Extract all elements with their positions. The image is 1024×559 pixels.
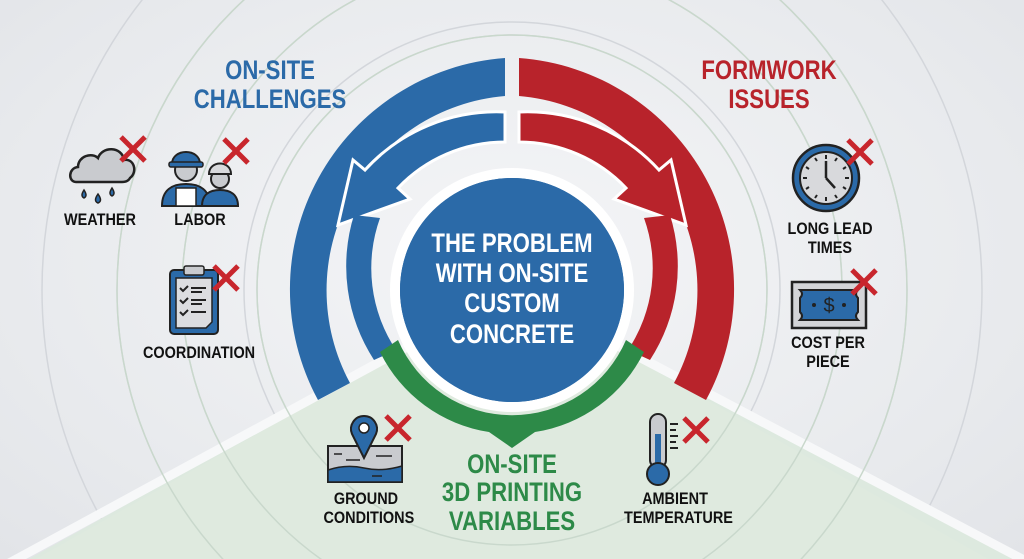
label-line: PIECE [806, 351, 850, 371]
x-mark-icon [119, 135, 147, 163]
x-mark-icon [682, 416, 710, 444]
item-label-cost-per-piece: COST PER PIECE [786, 333, 871, 371]
label-line: CONDITIONS [323, 507, 415, 527]
blue-outer-arc [289, 58, 505, 400]
x-mark-icon [222, 137, 250, 165]
section-title-onsite-challenges: ON-SITE CHALLENGES [188, 57, 352, 113]
label-line: TIMES [807, 237, 853, 257]
green-arc-pointer [380, 340, 644, 448]
title-line: ON-SITE [467, 449, 557, 479]
title-line: ON-SITE [225, 55, 315, 85]
red-inner-arrow [517, 110, 689, 228]
x-mark-icon [384, 414, 412, 442]
label-line: COST PER [791, 333, 865, 352]
blue-inner-arrow [335, 110, 507, 228]
item-label-labor: LABOR [174, 210, 226, 229]
section-title-printing-variables: ON-SITE 3D PRINTING VARIABLES [430, 450, 594, 535]
center-title-line: CUSTOM [464, 288, 560, 319]
center-title-line: WITH ON-SITE [435, 258, 589, 289]
x-mark-icon [846, 138, 874, 166]
construction-workers-icon [160, 137, 250, 207]
red-outer-arc [519, 58, 735, 400]
item-label-long-lead-times: LONG LEAD TIMES [787, 219, 873, 257]
item-label-coordination: COORDINATION [143, 343, 256, 362]
section-title-formwork-issues: FORMWORK ISSUES [687, 57, 851, 113]
title-line: CHALLENGES [193, 84, 347, 114]
rain-cloud-icon [69, 135, 147, 204]
svg-text:$: $ [823, 295, 834, 317]
x-mark-icon [212, 264, 240, 292]
clipboard-checklist-icon [169, 264, 240, 335]
label-line: GROUND [333, 489, 399, 508]
item-label-ground-conditions: GROUND CONDITIONS [323, 489, 415, 527]
item-label-ambient-temperature: AMBIENT TEMPERATURE [624, 489, 733, 527]
center-title: THE PROBLEM WITH ON-SITE CUSTOM CONCRETE [430, 228, 594, 349]
label-line: TEMPERATURE [624, 507, 733, 527]
x-mark-icon [850, 268, 878, 296]
red-inner-arc-lower [628, 215, 678, 360]
map-pin-ground-icon [327, 414, 412, 483]
blue-inner-arc-lower [346, 215, 396, 360]
title-line: ISSUES [728, 84, 810, 114]
center-title-line: CONCRETE [449, 318, 575, 349]
title-line: FORMWORK [701, 55, 837, 85]
label-line: AMBIENT [642, 489, 708, 508]
clock-icon [791, 138, 874, 213]
title-line: VARIABLES [448, 505, 576, 536]
item-label-weather: WEATHER [64, 210, 136, 229]
thermometer-icon [646, 413, 710, 486]
label-line: LONG LEAD [787, 219, 873, 238]
center-title-line: THE PROBLEM [431, 228, 593, 258]
title-line: 3D PRINTING [441, 477, 583, 508]
dollar-bill-icon: $ [790, 268, 878, 330]
